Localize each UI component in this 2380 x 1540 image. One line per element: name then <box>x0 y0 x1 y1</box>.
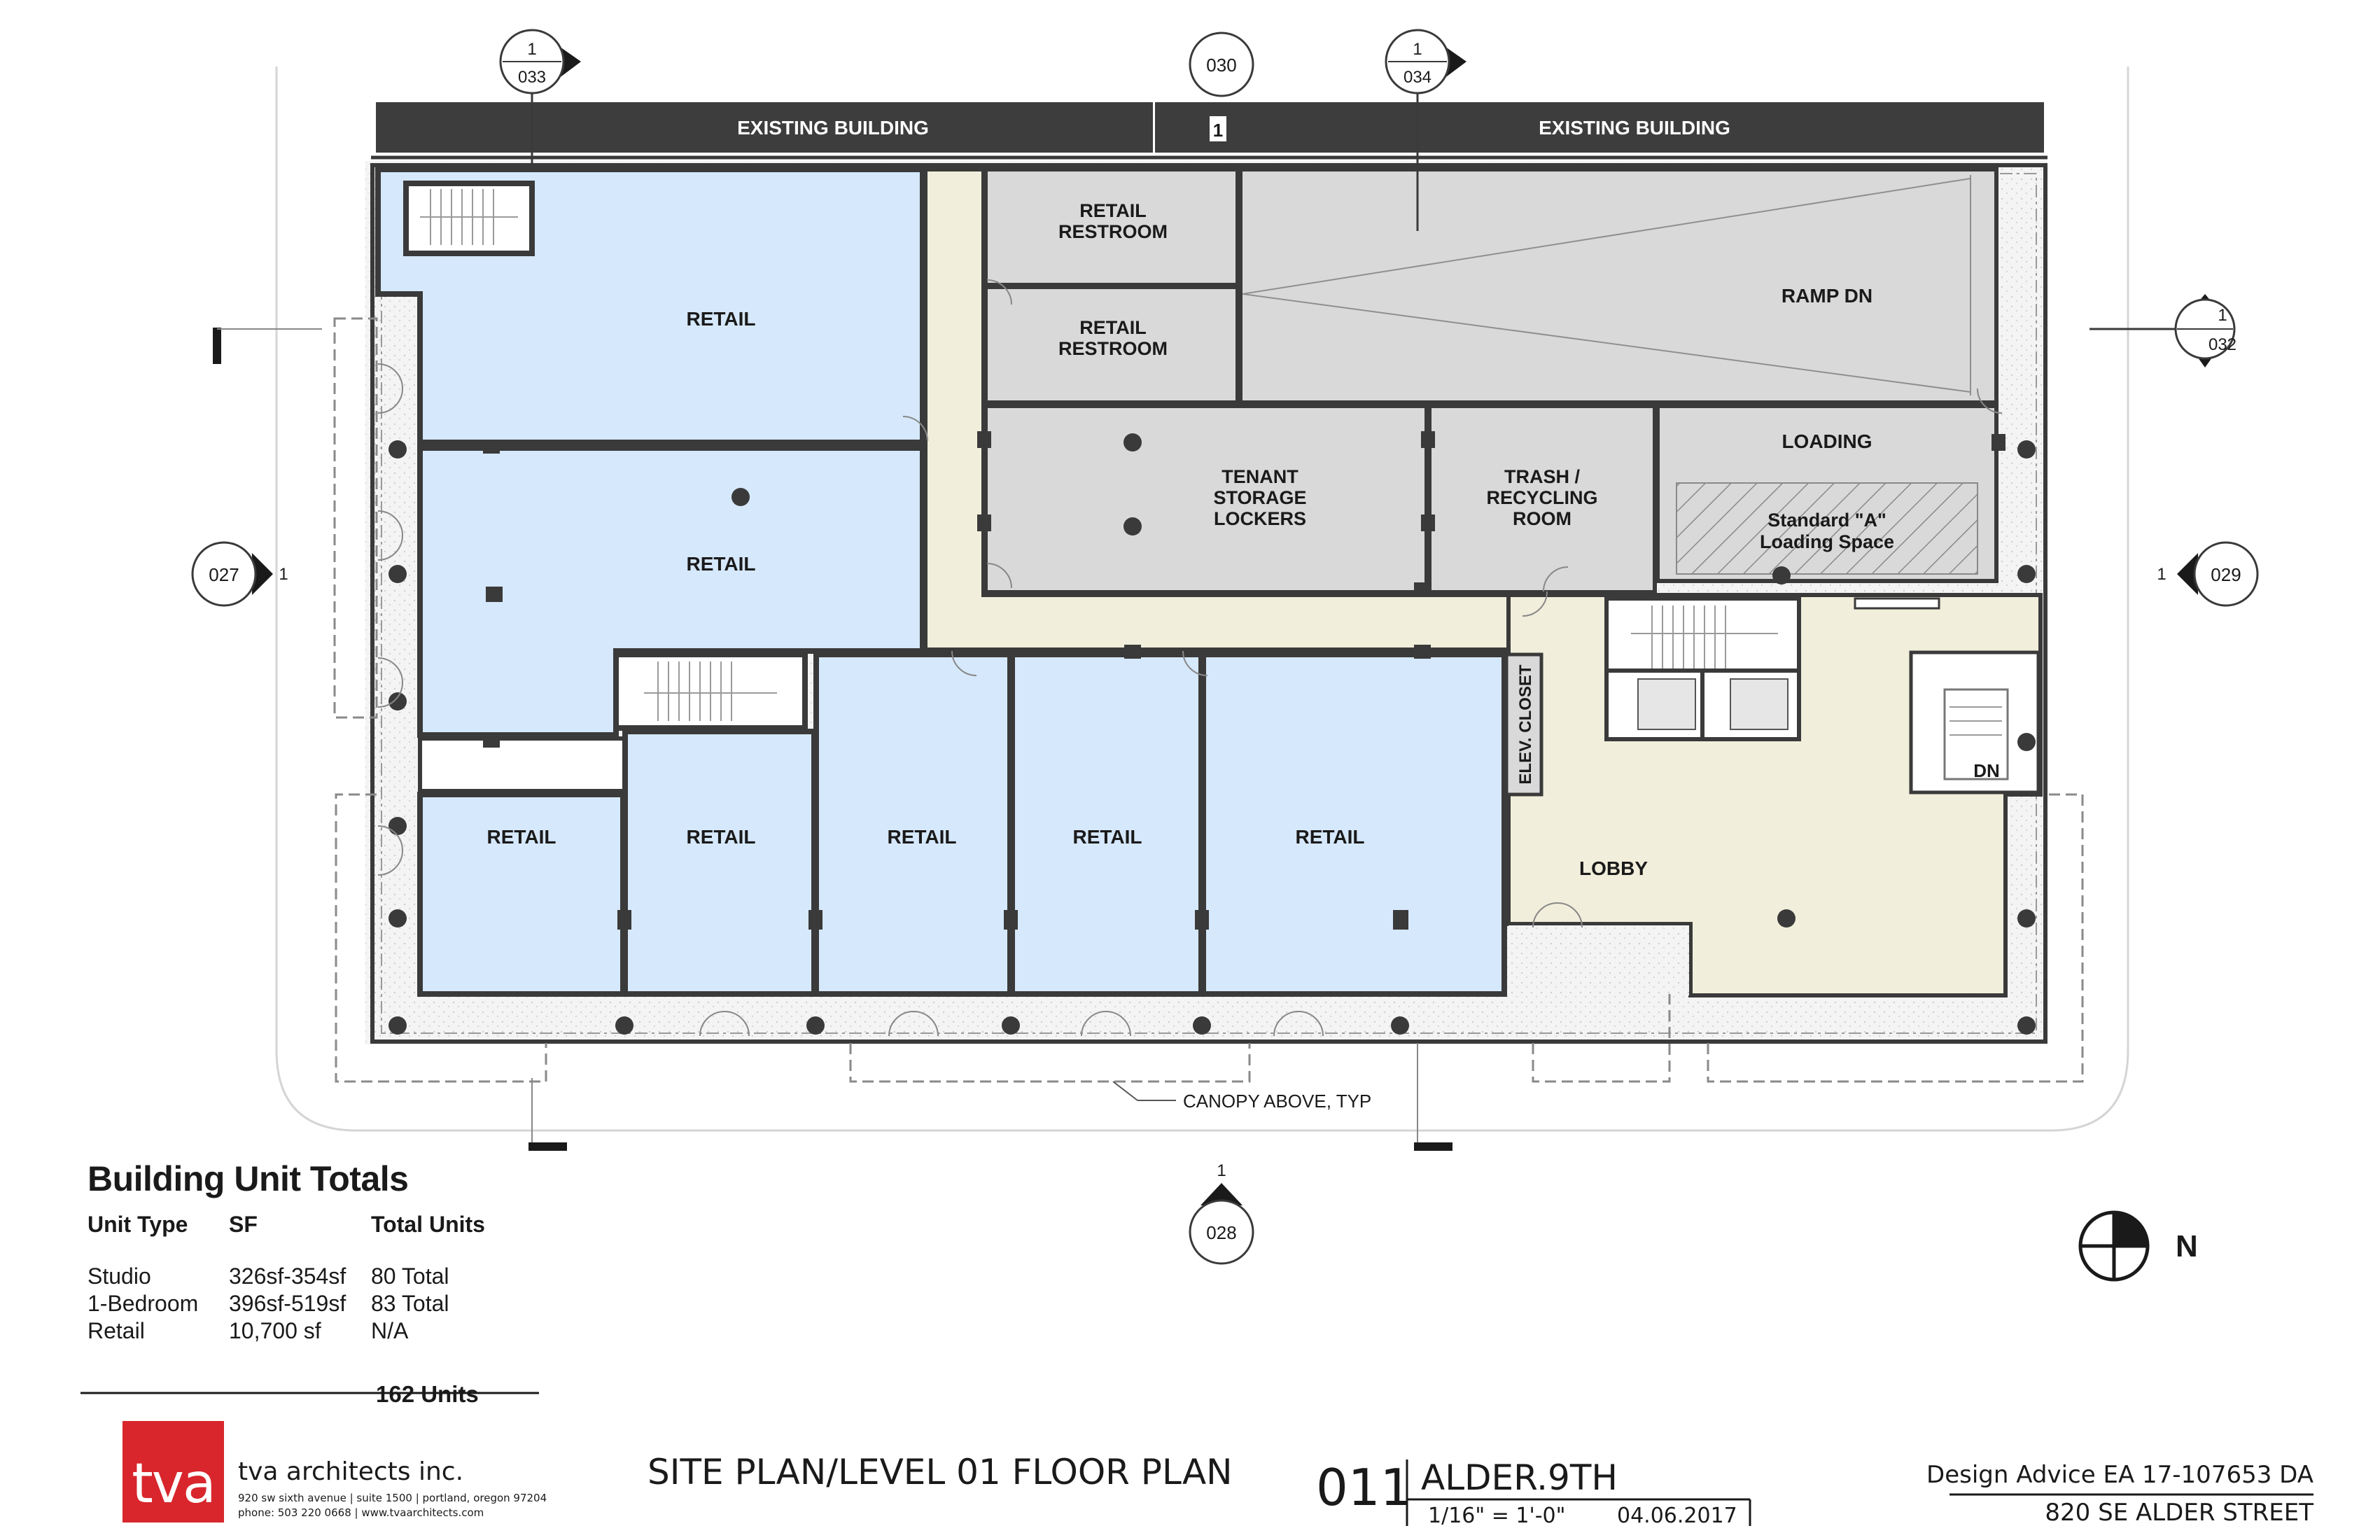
section-marker-030: 030 <box>1189 31 1254 97</box>
svg-text:1: 1 <box>2157 565 2166 584</box>
lobby-label: LOBBY <box>1579 858 1648 879</box>
stair-nw <box>403 181 535 256</box>
building-exterior-wall <box>370 163 2047 1044</box>
existing-building-right-label: EXISTING BUILDING <box>1539 117 1730 139</box>
logo-text: tva <box>132 1452 216 1516</box>
retail-s2-label: RETAIL <box>686 826 755 848</box>
retail-s5-label: RETAIL <box>1295 826 1364 848</box>
svg-text:030: 030 <box>1206 55 1236 76</box>
retail-w-label: RETAIL <box>686 553 755 575</box>
svg-text:027: 027 <box>209 564 239 585</box>
project-name: ALDER.9TH <box>1421 1457 1618 1498</box>
svg-text:032: 032 <box>2208 335 2236 354</box>
table-row: Retail 10,700 sf N/A <box>88 1318 409 1343</box>
elev-closet-label: ELEV. CLOSET <box>1516 664 1535 784</box>
svg-text:1: 1 <box>527 40 536 59</box>
section-marker-032: 1 032 <box>2090 294 2236 368</box>
section-marker-033: 1 033 <box>499 29 581 168</box>
svg-text:1: 1 <box>2218 306 2227 325</box>
trash-recycling-room <box>1427 404 1657 594</box>
unit-totals-title: Building Unit Totals <box>88 1159 409 1198</box>
stair-dn-label: DN <box>1973 760 2000 781</box>
ramp-down <box>1238 167 1998 405</box>
unit-totals-sum: 162 Units <box>376 1381 479 1407</box>
retail-w-room <box>417 445 925 738</box>
tva-logo: tva <box>122 1421 224 1522</box>
building-unit-totals: Building Unit Totals Unit Type SF Total … <box>88 1158 507 1408</box>
firm-info: tva architects inc. 920 sw sixth avenue … <box>238 1457 547 1519</box>
retail-nw-label: RETAIL <box>686 308 755 330</box>
svg-text:1: 1 <box>1413 40 1422 59</box>
ramp-label: RAMP DN <box>1782 285 1872 307</box>
existing-building-marker: 1 <box>1213 120 1223 141</box>
existing-building-left <box>376 102 1153 153</box>
svg-text:028: 028 <box>1206 1222 1236 1243</box>
loading-label: LOADING <box>1782 430 1872 452</box>
retail-s1-room <box>417 792 626 997</box>
header-total-units: Total Units <box>371 1212 485 1237</box>
loading-space-label: Standard "A"Loading Space <box>1760 510 1894 552</box>
table-row: 1-Bedroom 396sf-519sf 83 Total <box>88 1291 449 1316</box>
retail-s1-label: RETAIL <box>486 826 556 848</box>
design-advice: Design Advice EA 17-107653 DA <box>1926 1461 2314 1489</box>
svg-text:034: 034 <box>1404 68 1432 87</box>
retail-s3-room <box>813 652 1013 997</box>
svg-text:029: 029 <box>2211 564 2241 585</box>
standard-a-loading-space <box>1676 482 1978 575</box>
elevator-stair-core <box>1604 596 1801 676</box>
retail-s5-room <box>1200 652 1507 997</box>
retail-restroom-2 <box>983 285 1240 405</box>
header-sf: SF <box>229 1212 258 1237</box>
sheet-date: 04.06.2017 <box>1617 1504 1737 1528</box>
section-marker-034: 1 034 <box>1385 29 1466 231</box>
retail-s3-label: RETAIL <box>887 826 956 848</box>
north-arrow-icon: N <box>2078 1210 2198 1282</box>
lobby-vestibule <box>1508 925 1689 995</box>
unit-totals-header: Unit Type SF Total Units <box>88 1212 507 1238</box>
retail-s4-room <box>1009 652 1204 997</box>
section-marker-029: 029 1 <box>2157 541 2259 607</box>
sheet-scale: 1/16" = 1'-0" <box>1428 1504 1565 1528</box>
table-row: Studio 326sf-354sf 80 Total <box>88 1264 449 1289</box>
header-unit-type: Unit Type <box>88 1212 188 1237</box>
retail-s2-room <box>622 729 817 997</box>
firm-address: 920 sw sixth avenue | suite 1500 | portl… <box>238 1492 547 1504</box>
north-label: N <box>2176 1229 2198 1264</box>
tenant-storage-lockers <box>983 404 1429 594</box>
svg-text:033: 033 <box>518 68 546 87</box>
svg-text:1: 1 <box>1217 1161 1226 1180</box>
retail-s4-label: RETAIL <box>1072 826 1142 848</box>
structural-columns <box>388 433 2036 1035</box>
section-marker-027: 027 1 <box>191 541 288 607</box>
section-marker-028: 028 1 <box>1189 1161 1254 1265</box>
existing-building-right <box>1155 102 2044 153</box>
site-address: 820 SE ALDER STREET <box>2045 1499 2314 1527</box>
svg-text:1: 1 <box>279 565 288 584</box>
sheet-title: SITE PLAN/LEVEL 01 FLOOR PLAN <box>648 1452 1233 1492</box>
elev-closet <box>1504 652 1544 797</box>
canopy-note: CANOPY ABOVE, TYP <box>1183 1091 1371 1112</box>
firm-name: tva architects inc. <box>238 1457 464 1486</box>
sheet-number: 011 <box>1316 1458 1412 1517</box>
curb-line <box>275 66 2129 1132</box>
existing-building-left-label: EXISTING BUILDING <box>737 117 929 139</box>
firm-phone: phone: 503 220 0668 | www.tvaarchitects.… <box>238 1506 484 1519</box>
